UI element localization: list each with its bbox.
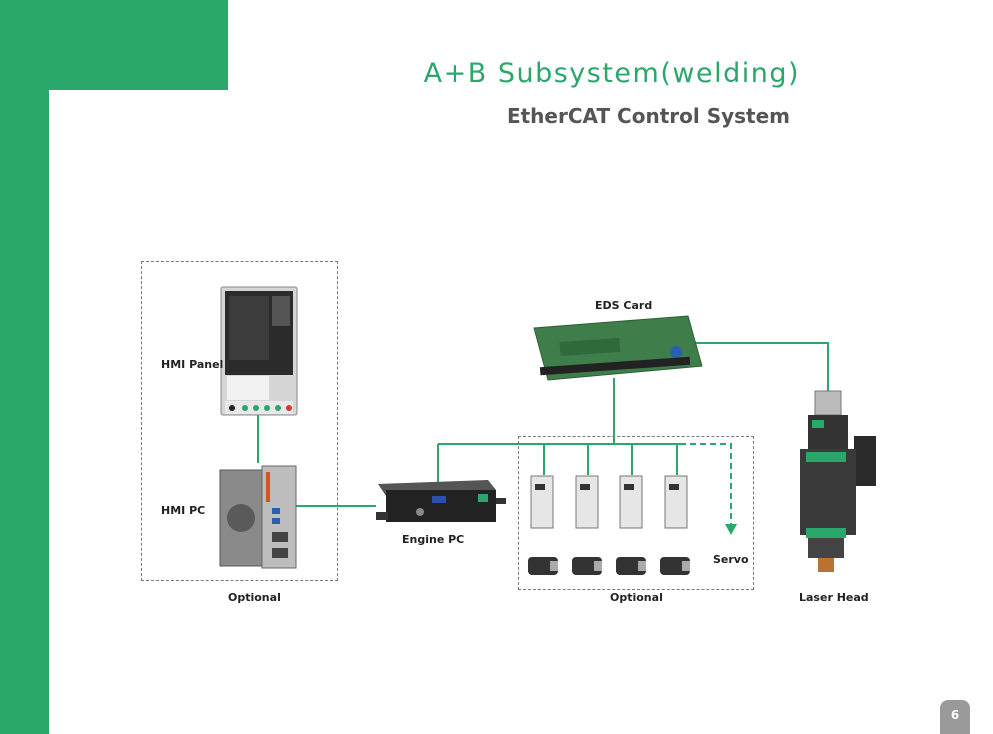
eds-to-laser-line bbox=[690, 342, 829, 392]
slide-subtitle: EtherCAT Control System bbox=[506, 104, 790, 128]
servo-motors bbox=[528, 557, 690, 575]
eds-card-device bbox=[533, 315, 703, 381]
top-accent-block bbox=[0, 0, 228, 90]
servo-drives bbox=[530, 475, 688, 529]
hmi-pc-label: HMI PC bbox=[161, 504, 206, 517]
connection-lines bbox=[257, 342, 829, 525]
optional-servo-dashed-line bbox=[680, 443, 732, 525]
engine-pc-label: Engine PC bbox=[402, 533, 465, 546]
engine-pc-device bbox=[376, 480, 506, 522]
servo-optional-group bbox=[518, 436, 754, 590]
left-optional-group bbox=[141, 261, 338, 581]
slide-title: A+B Subsystem(welding) bbox=[423, 58, 800, 89]
left-optional-label: Optional bbox=[228, 591, 281, 604]
eds-card-label: EDS Card bbox=[595, 299, 653, 312]
hmi-panel-device bbox=[220, 286, 298, 416]
arrow-down-icon bbox=[725, 524, 737, 535]
hmi-panel-label: HMI Panel bbox=[161, 358, 224, 371]
hmi-pc-device bbox=[219, 465, 297, 569]
page-number-badge: 6 bbox=[940, 700, 970, 734]
laser-head-label: Laser Head bbox=[799, 591, 869, 604]
servo-label: Servo bbox=[713, 553, 749, 566]
servo-optional-label: Optional bbox=[610, 591, 663, 604]
left-accent-bar bbox=[0, 0, 49, 734]
laser-head-device bbox=[800, 390, 876, 572]
